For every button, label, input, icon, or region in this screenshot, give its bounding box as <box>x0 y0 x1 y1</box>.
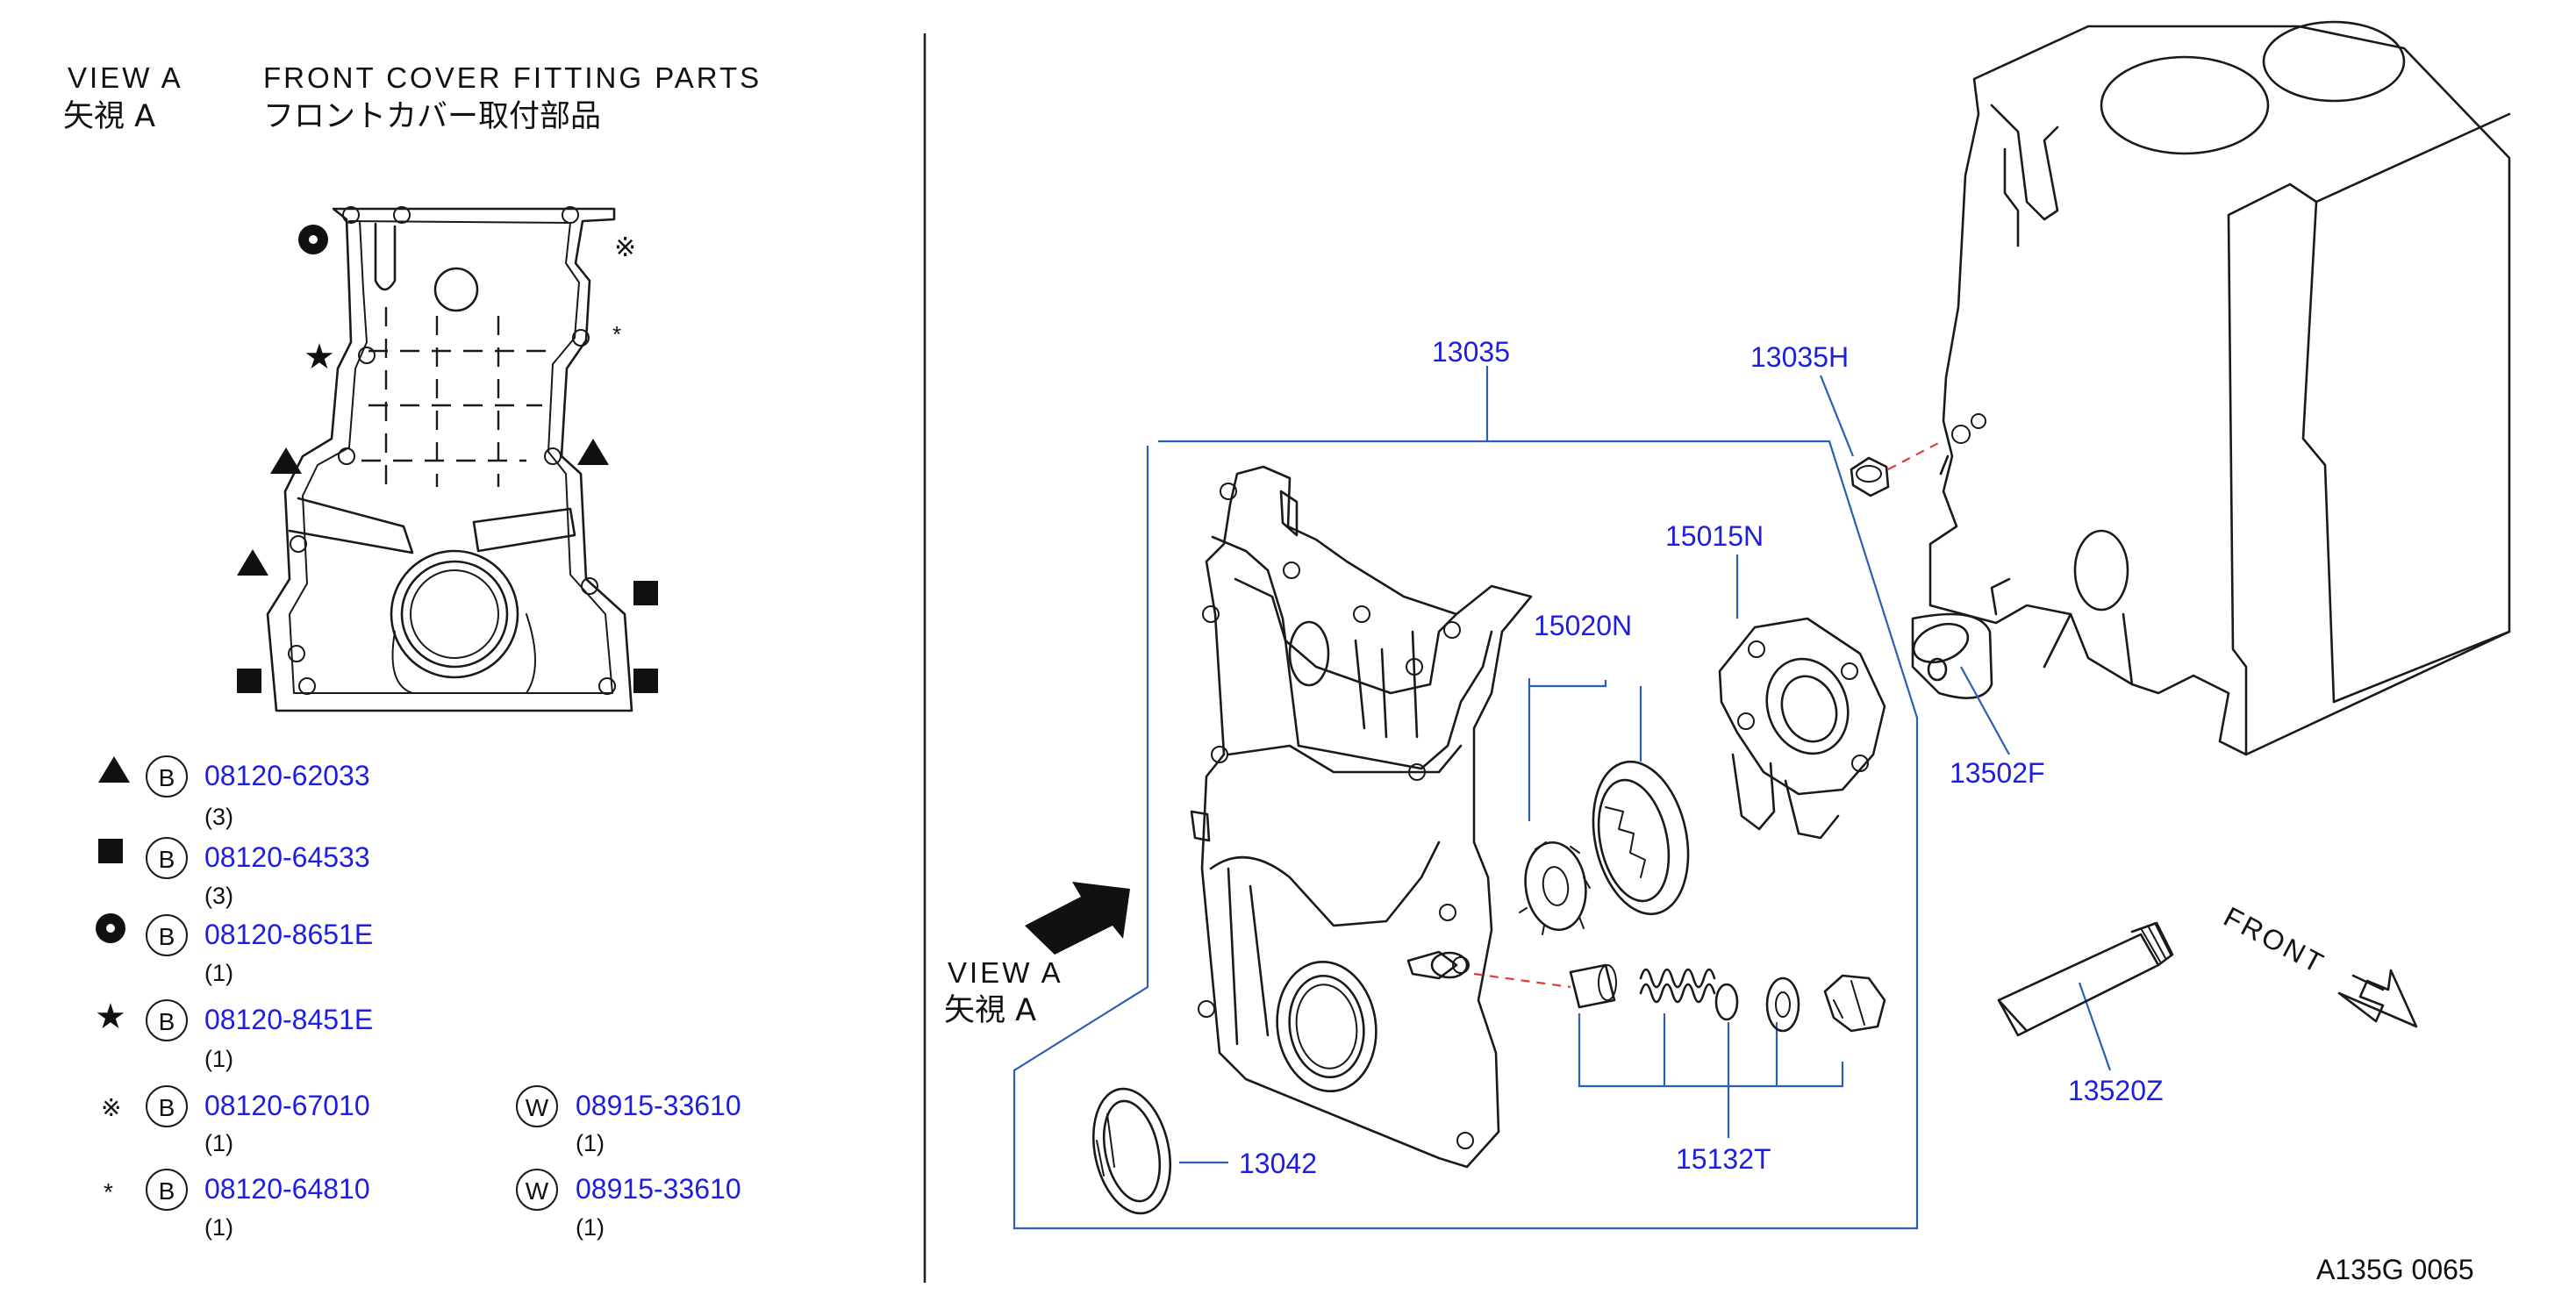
diagram-code: A135G 0065 <box>2316 1254 2474 1285</box>
view-a-arrow: VIEW A 矢視 A <box>944 882 1130 1028</box>
section-title: FRONT COVER FITTING PARTS <box>263 61 762 94</box>
bolt-b-letter: B <box>159 923 175 950</box>
legend-quantity: (1) <box>204 960 233 986</box>
callout-oil-pump-body[interactable]: 15015N <box>1665 520 1764 552</box>
oil-pump-body-part[interactable] <box>1718 617 1886 840</box>
crank-seal-part[interactable] <box>1083 1082 1181 1220</box>
legend-washer-quantity: (1) <box>576 1214 605 1241</box>
liquid-gasket-part[interactable] <box>1997 921 2174 1037</box>
legend-part-number[interactable]: 08120-64533 <box>204 841 370 873</box>
view-a-label: VIEW A <box>68 61 183 94</box>
arrow-view-label-jp: 矢視 A <box>944 993 1036 1028</box>
arrow-view-label: VIEW A <box>948 956 1063 989</box>
washer-w-icon <box>516 1085 558 1127</box>
washer-w-icon <box>516 1169 558 1211</box>
front-cover-part[interactable] <box>1190 465 1533 1169</box>
callout-crank-seal[interactable]: 13042 <box>1239 1148 1317 1179</box>
triangle-symbol-lower <box>237 549 268 576</box>
legend-quantity: (1) <box>204 1130 233 1156</box>
washer-w-letter: W <box>526 1177 549 1205</box>
bolt-b-icon <box>146 755 188 798</box>
front-direction-indicator: FRONT <box>2219 900 2418 1028</box>
engine-block-drawing <box>1928 20 2511 756</box>
relief-valve-set-part[interactable] <box>1569 963 1886 1033</box>
legend-quantity: (1) <box>204 1214 233 1241</box>
washer-w-letter: W <box>526 1094 549 1121</box>
callout-front-cover[interactable]: 13035 <box>1432 336 1510 368</box>
square-symbol-right-upper <box>633 581 658 605</box>
bolt-b-letter: B <box>159 1094 175 1121</box>
bolt-b-icon <box>146 1169 188 1211</box>
legend-washer-quantity: (1) <box>576 1130 605 1156</box>
front-label: FRONT <box>2219 900 2330 980</box>
legend-part-number[interactable]: 08120-62033 <box>204 760 370 791</box>
legend-asterisk-icon: * <box>104 1178 113 1205</box>
legend-part-number[interactable]: 08120-8451E <box>204 1004 373 1035</box>
section-title-jp: フロントカバー取付部品 <box>263 99 601 134</box>
legend-part-number[interactable]: 08120-64810 <box>204 1173 370 1205</box>
legend-star-icon: ★ <box>95 998 126 1036</box>
legend-washer-part-number[interactable]: 08915-33610 <box>576 1090 741 1121</box>
view-a-label-jp: 矢視 A <box>63 99 155 134</box>
bolt-b-icon <box>146 1085 188 1127</box>
legend-part-number[interactable]: 08120-67010 <box>204 1090 370 1121</box>
legend-part-number[interactable]: 08120-8651E <box>204 919 373 950</box>
bolt-b-icon <box>146 999 188 1041</box>
callout-timing-seal[interactable]: 13502F <box>1950 757 2045 789</box>
callout-liquid-gasket[interactable]: 13520Z <box>2068 1075 2164 1106</box>
square-symbol-right-lower <box>633 669 658 693</box>
bolt-b-icon <box>146 837 188 879</box>
reference-mark-symbol: ※ <box>614 232 636 263</box>
square-symbol-left-lower <box>237 669 261 693</box>
star-symbol: ★ <box>304 338 335 376</box>
leader-lines <box>1013 366 2112 1230</box>
callout-cover-bolt[interactable]: 13035H <box>1750 341 1849 373</box>
bolt-b-icon <box>146 914 188 956</box>
bolt-b-letter: B <box>159 846 175 873</box>
legend-quantity: (3) <box>204 883 233 909</box>
timing-seal-part[interactable] <box>1908 612 1993 699</box>
legend-quantity: (1) <box>204 1046 233 1072</box>
legend-triangle-icon <box>98 756 130 783</box>
asterisk-symbol: * <box>612 321 621 347</box>
cover-bolt-part[interactable] <box>1850 456 1890 497</box>
bolt-b-letter: B <box>159 764 175 791</box>
legend-square-icon <box>98 839 123 863</box>
callout-pump-gears[interactable]: 15020N <box>1534 610 1632 641</box>
pump-gears-part[interactable] <box>1519 753 1701 935</box>
bolt-b-letter: B <box>159 1177 175 1205</box>
legend-reference-mark-icon: ※ <box>101 1093 121 1122</box>
view-a-cover-outline: ※ ★ * <box>237 206 658 712</box>
legend-quantity: (3) <box>204 804 233 830</box>
triangle-symbol-left <box>270 447 302 474</box>
triangle-symbol-right <box>577 439 609 465</box>
legend-washer-part-number[interactable]: 08915-33610 <box>576 1173 741 1205</box>
callout-relief-valve-set[interactable]: 15132T <box>1676 1143 1771 1175</box>
legend: B 08120-62033 (3) B 08120-64533 (3) B 08… <box>95 755 741 1241</box>
front-arrow-icon <box>2337 969 2418 1028</box>
bolt-b-letter: B <box>159 1008 175 1035</box>
